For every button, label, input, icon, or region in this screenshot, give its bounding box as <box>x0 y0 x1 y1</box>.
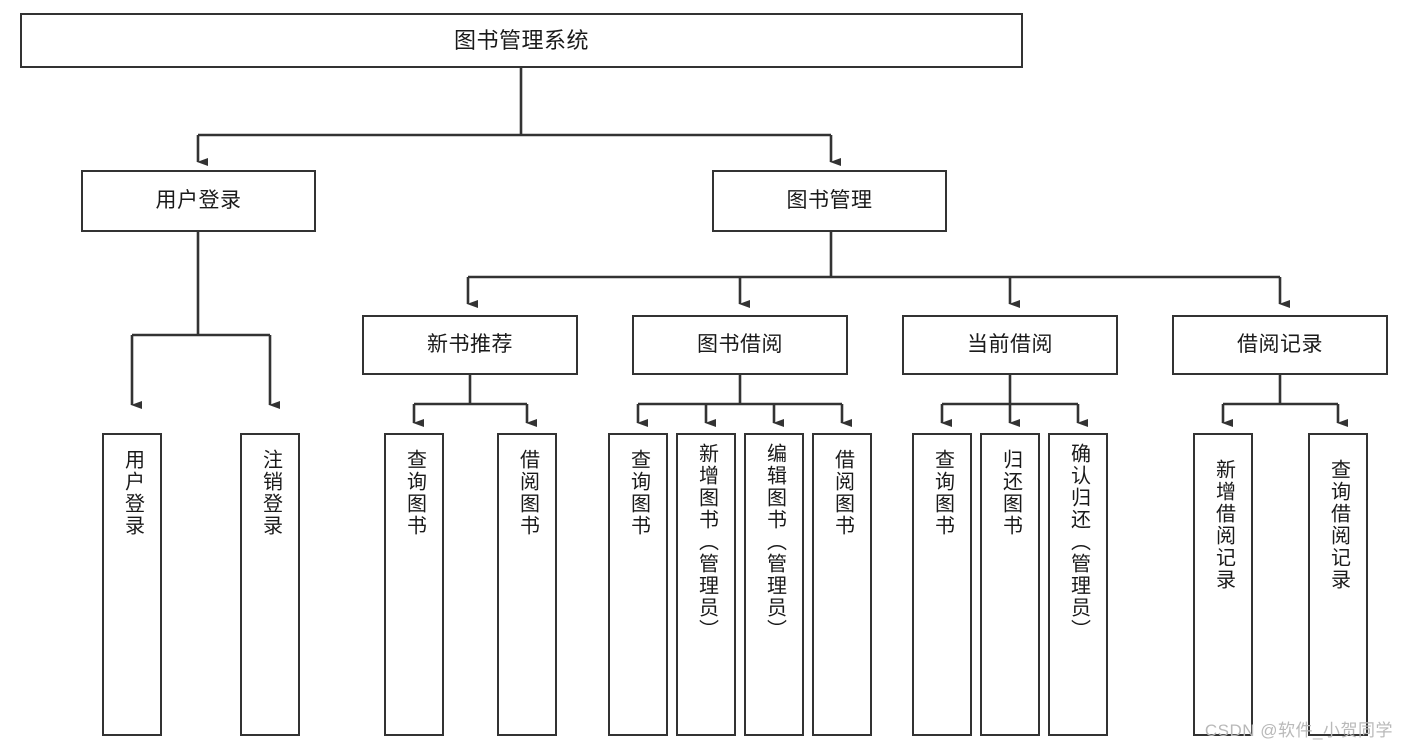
node-label: 用户登录 <box>121 449 144 537</box>
node-user-login[interactable]: 用户登录 <box>81 170 316 232</box>
node-current-borrow[interactable]: 当前借阅 <box>902 315 1118 375</box>
node-label: 当前借阅 <box>967 332 1053 356</box>
leaf-current-borrow-confirm-return-admin[interactable]: 确认归还（管理员） <box>1048 433 1108 736</box>
node-label: 确认归还（管理员） <box>1067 443 1090 641</box>
node-label: 查询图书 <box>931 449 954 537</box>
node-label: 新增借阅记录 <box>1212 459 1235 591</box>
leaf-book-borrow-add-book-admin[interactable]: 新增图书（管理员） <box>676 433 736 736</box>
node-label: 借阅记录 <box>1237 332 1323 356</box>
node-label: 归还图书 <box>999 449 1022 537</box>
node-label: 图书管理 <box>786 188 873 212</box>
node-label: 新增图书（管理员） <box>695 443 718 641</box>
node-book-management[interactable]: 图书管理 <box>712 170 947 232</box>
node-label: 查询图书 <box>403 449 426 537</box>
node-book-borrow[interactable]: 图书借阅 <box>632 315 848 375</box>
leaf-user-login-logout[interactable]: 注销登录 <box>240 433 300 736</box>
node-borrow-record[interactable]: 借阅记录 <box>1172 315 1388 375</box>
leaf-book-borrow-query-book[interactable]: 查询图书 <box>608 433 668 736</box>
node-label: 查询借阅记录 <box>1327 459 1350 591</box>
node-label: 借阅图书 <box>831 449 854 537</box>
node-label: 图书管理系统 <box>453 27 589 53</box>
leaf-borrow-record-add-record[interactable]: 新增借阅记录 <box>1193 433 1253 736</box>
node-label: 编辑图书（管理员） <box>763 443 786 641</box>
csdn-watermark: CSDN @软件_小贺同学 <box>1204 721 1393 740</box>
node-label: 借阅图书 <box>516 449 539 537</box>
node-label: 图书借阅 <box>697 332 783 356</box>
node-label: 注销登录 <box>259 449 282 537</box>
node-new-book-recommend[interactable]: 新书推荐 <box>362 315 578 375</box>
leaf-borrow-record-query-record[interactable]: 查询借阅记录 <box>1308 433 1368 736</box>
leaf-current-borrow-query-book[interactable]: 查询图书 <box>912 433 972 736</box>
leaf-book-borrow-borrow-book[interactable]: 借阅图书 <box>812 433 872 736</box>
node-label: 用户登录 <box>155 188 242 212</box>
leaf-new-book-borrow-book[interactable]: 借阅图书 <box>497 433 557 736</box>
node-label: 查询图书 <box>627 449 650 537</box>
node-label: 新书推荐 <box>427 332 513 356</box>
leaf-user-login-login[interactable]: 用户登录 <box>102 433 162 736</box>
leaf-new-book-query-book[interactable]: 查询图书 <box>384 433 444 736</box>
node-root-book-management-system[interactable]: 图书管理系统 <box>20 13 1023 68</box>
leaf-book-borrow-edit-book-admin[interactable]: 编辑图书（管理员） <box>744 433 804 736</box>
leaf-current-borrow-return-book[interactable]: 归还图书 <box>980 433 1040 736</box>
